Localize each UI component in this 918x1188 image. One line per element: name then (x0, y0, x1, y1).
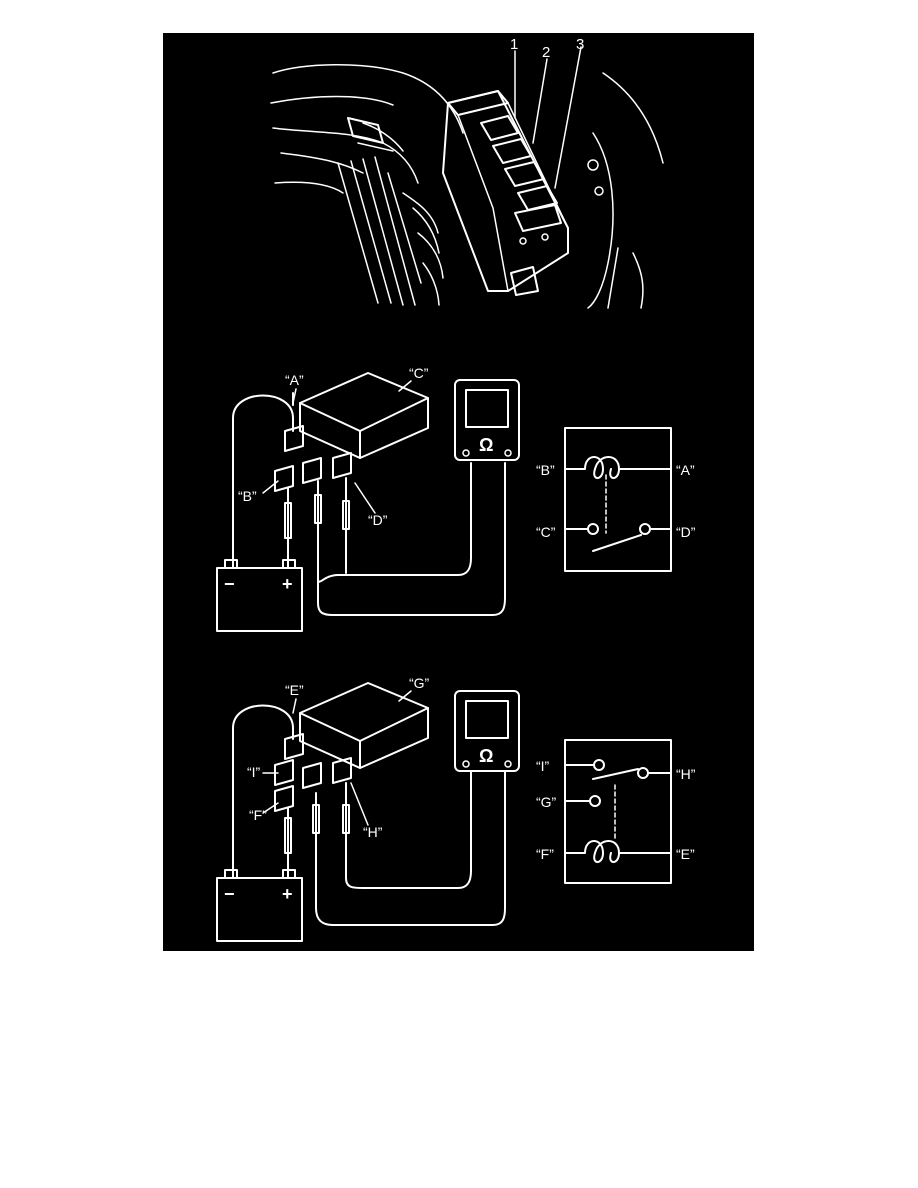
relay-test-2: − + Ω “E” “G” “I” “F” “H” (216, 675, 696, 942)
ohmmeter-1: Ω (454, 379, 520, 461)
schematic-1-d: “D” (676, 524, 696, 540)
relay-test-1: − + Ω “A” “C” “B” “D” (216, 365, 696, 632)
schematic-2: “I” “H” “G” “F” “E” (536, 739, 696, 884)
ohmmeter-2: Ω (454, 690, 520, 772)
battery-1-positive: + (282, 574, 293, 594)
ohmmeter-1-symbol: Ω (479, 435, 493, 455)
battery-2: − + (216, 869, 303, 942)
schematic-1-c: “C” (536, 524, 556, 540)
label-h: “H” (363, 824, 383, 840)
relay-2 (274, 682, 429, 812)
label-e: “E” (285, 682, 304, 698)
schematic-2-f: “F” (536, 846, 554, 862)
schematic-2-h: “H” (676, 766, 696, 782)
schematic-1-b: “B” (536, 462, 555, 478)
relay-test-illustration: 1 2 3 − + (163, 33, 754, 951)
schematic-2-e: “E” (676, 846, 695, 862)
label-f: “F” (249, 807, 267, 823)
label-g: “G” (409, 675, 430, 691)
schematic-1-a: “A” (676, 462, 695, 478)
label-i: “I” (247, 764, 261, 780)
battery-1-negative: − (224, 574, 235, 594)
schematic-1: “B” “A” “C” “D” (536, 427, 696, 572)
label-a: “A” (285, 372, 304, 388)
label-d: “D” (368, 512, 388, 528)
illustration-canvas: 1 2 3 − + (216, 36, 696, 942)
relay-1 (274, 372, 429, 492)
battery-1: − + (216, 559, 303, 632)
callout-1: 1 (510, 36, 518, 53)
callout-2: 2 (542, 44, 550, 61)
schematic-2-i: “I” (536, 758, 550, 774)
relay-location-view: 1 2 3 (270, 36, 664, 309)
ohmmeter-2-symbol: Ω (479, 746, 493, 766)
label-c: “C” (409, 365, 429, 381)
label-b: “B” (238, 488, 257, 504)
battery-2-positive: + (282, 884, 293, 904)
callout-3: 3 (576, 36, 584, 53)
battery-2-negative: − (224, 884, 235, 904)
schematic-2-g: “G” (536, 794, 557, 810)
